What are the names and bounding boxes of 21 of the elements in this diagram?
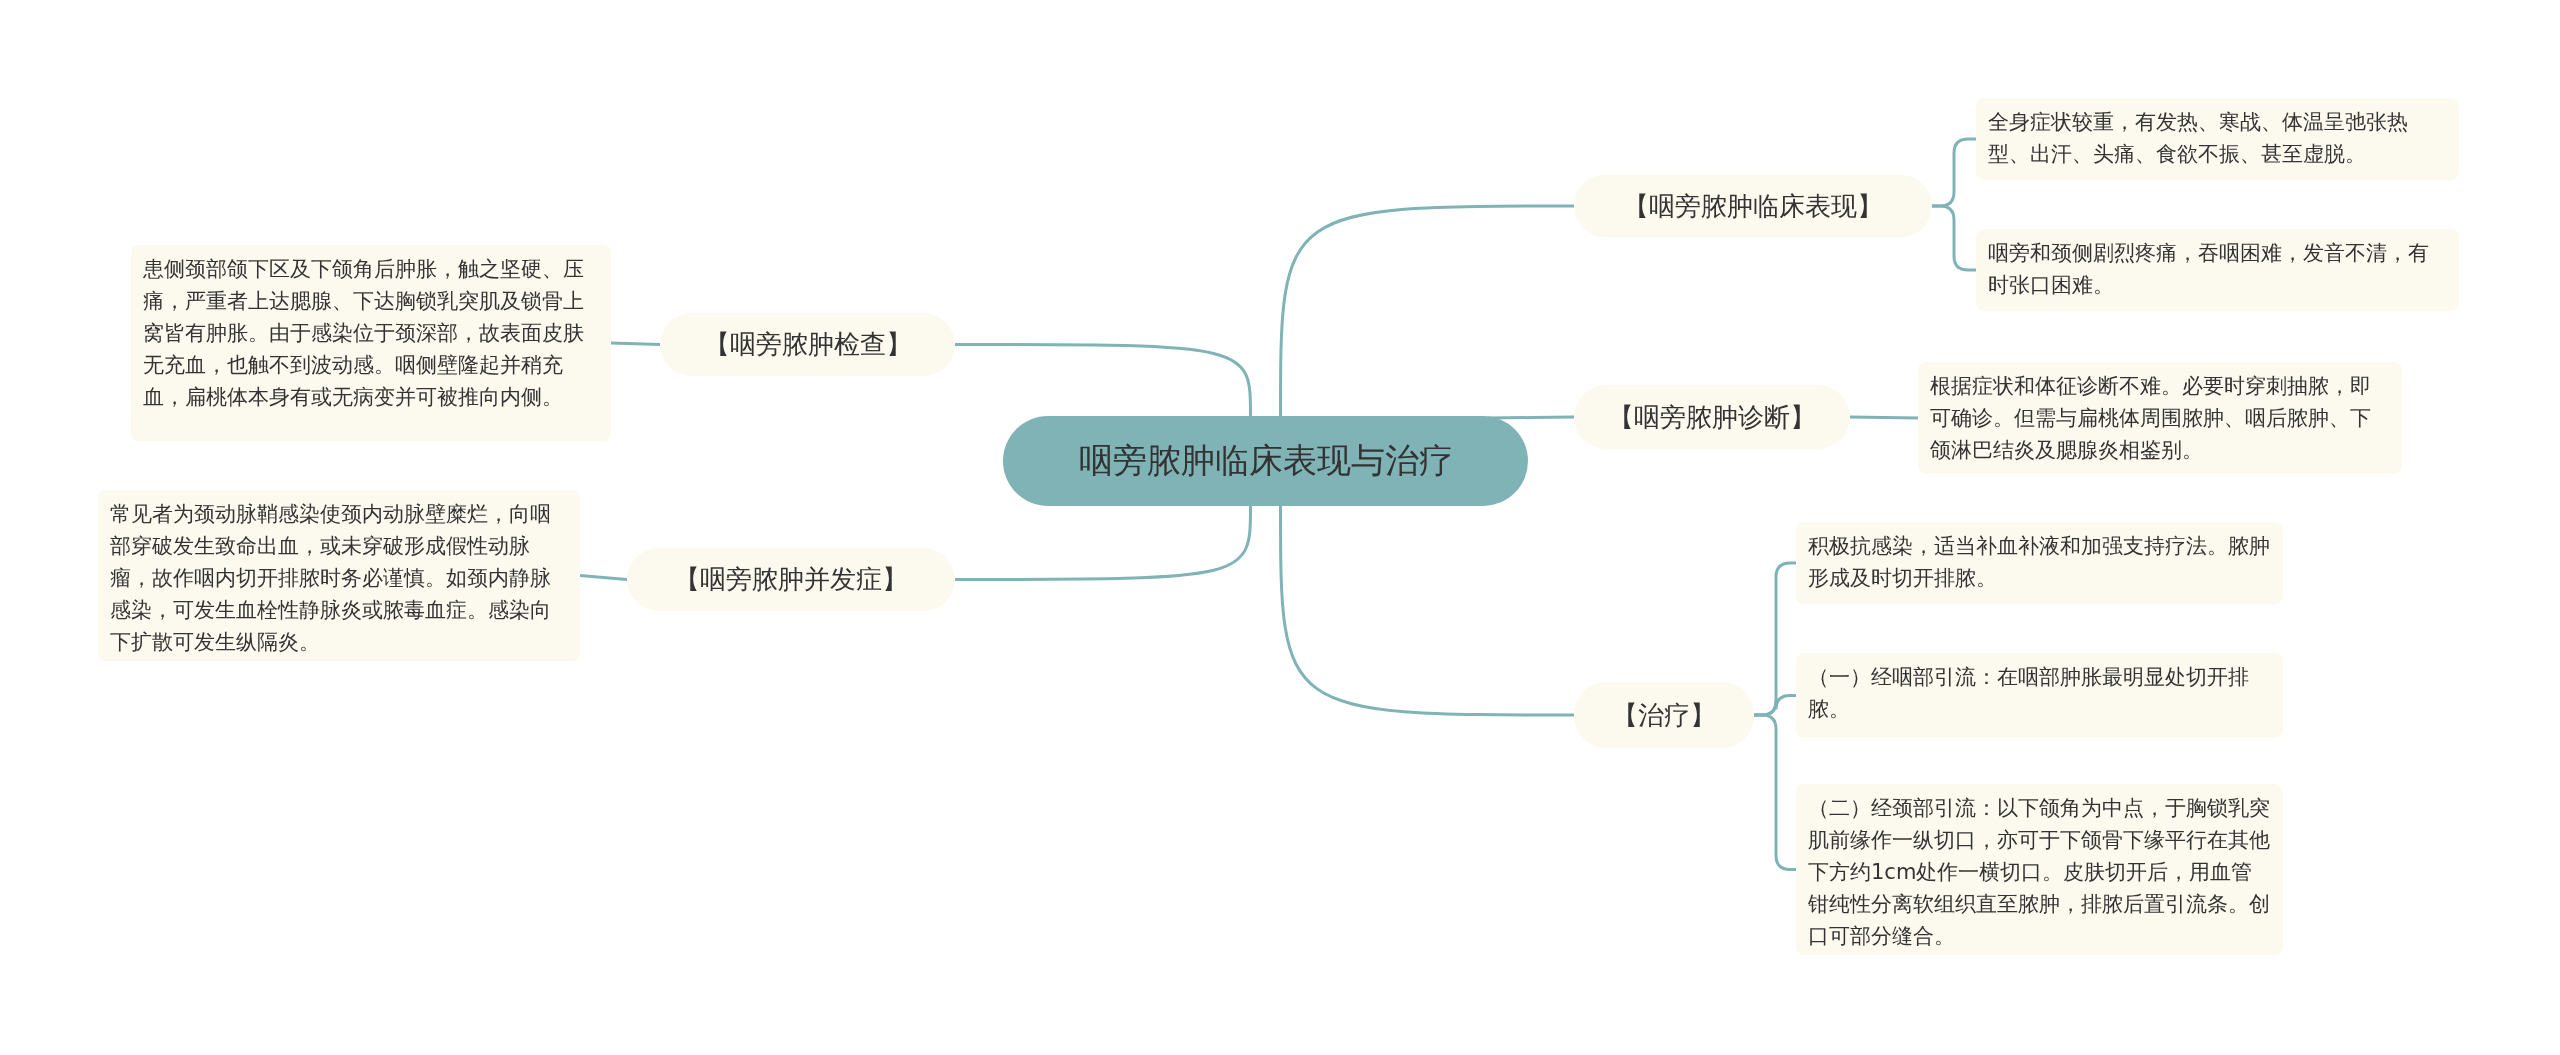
- note-box: 常见者为颈动脉鞘感染使颈内动脉壁糜烂，向咽部穿破发生致命出血，或未穿破形成假性动脉瘤，故作咽内切开排脓时务必谨慎。如颈内静脉感染，可发生血栓性静脉炎或脓毒血症。感染向下扩散可发生纵隔炎。: [98, 490, 580, 661]
- central-topic: 咽旁脓肿临床表现与治疗: [1003, 416, 1528, 506]
- connector-line: [955, 506, 1252, 581]
- connector-line: [1849, 415, 1919, 420]
- note-box: 根据症状和体征诊断不难。必要时穿刺抽脓，即可确诊。但需与扁桃体周围脓肿、咽后脓肿、下颌淋巴结炎及腮腺炎相鉴别。: [1918, 362, 2402, 474]
- topic-box: 【咽旁脓肿临床表现】: [1574, 175, 1932, 237]
- connector-line: [1279, 204, 1574, 416]
- topic-box: 【咽旁脓肿并发症】: [627, 548, 955, 611]
- note-box: 积极抗感染，适当补血补液和加强支持疗法。脓肿形成及时切开排脓。: [1796, 522, 2283, 604]
- topic-box: 【咽旁脓肿检查】: [660, 313, 955, 376]
- connector-line: [955, 343, 1252, 416]
- note-box: 全身症状较重，有发热、寒战、体温呈弛张热型、出汗、头痛、食欲不振、甚至虚脱。: [1976, 98, 2459, 180]
- note-box: （二）经颈部引流：以下颌角为中点，于胸锁乳突肌前缘作一纵切口，亦可于下颌骨下缘平行在其他下方约1cm处作一横切口。皮肤切开后，用血管钳纯性分离软组织直至脓肿，排脓后置引流条。创口可部分缝合。: [1796, 784, 2283, 955]
- note-box: 咽旁和颈侧剧烈疼痛，吞咽困难，发音不清，有时张口困难。: [1976, 229, 2459, 311]
- connector-line: [579, 574, 628, 581]
- topic-box: 【治疗】: [1574, 682, 1754, 748]
- note-box: （一）经咽部引流：在咽部肿胀最明显处切开排脓。: [1796, 653, 2283, 738]
- connector-line: [1279, 506, 1574, 717]
- connector-line: [610, 341, 661, 346]
- note-box: 患侧颈部颌下区及下颌角后肿胀，触之坚硬、压痛，严重者上达腮腺、下达胸锁乳突肌及锁骨上窝皆有肿胀。由于感染位于颈深部，故表面皮肤无充血，也触不到波动感。咽侧壁隆起并稍充血，扁桃体本身有或无病变并可被推向内侧。: [131, 245, 611, 441]
- topic-box: 【咽旁脓肿诊断】: [1574, 385, 1850, 449]
